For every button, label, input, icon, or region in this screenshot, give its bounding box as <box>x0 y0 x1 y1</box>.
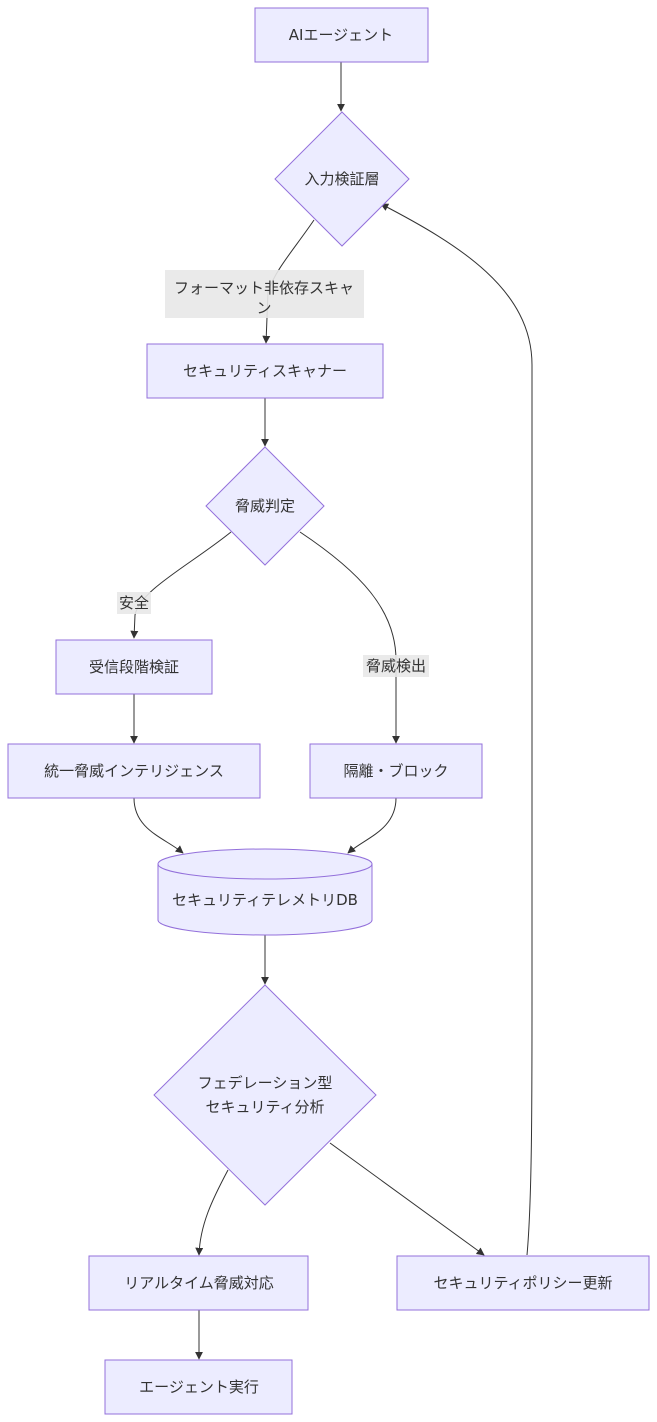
edge-label-format-independent-line1: フォーマット非依存スキャ <box>174 279 354 297</box>
node-realtime-response-label: リアルタイム脅威対応 <box>124 1274 274 1292</box>
node-input-validation[interactable]: 入力検証層 <box>274 111 410 247</box>
node-receive-validation-shape <box>55 639 213 695</box>
edge-label-bg-threat-detected <box>363 655 429 677</box>
edges <box>130 62 533 1360</box>
node-telemetry-db-top <box>157 863 373 880</box>
node-unified-intel-shape <box>7 743 261 799</box>
node-agent-execution-shape <box>104 1359 293 1415</box>
node-policy-update[interactable]: セキュリティポリシー更新 <box>396 1255 650 1311</box>
node-unified-intel[interactable]: 統一脅威インテリジェンス <box>7 743 261 799</box>
node-telemetry-db-label: セキュリティテレメトリDB <box>172 891 358 909</box>
edge-threat-judgment-to-receive-validation <box>130 531 232 639</box>
edge-unified-intel-to-telemetry-db <box>133 797 184 854</box>
node-security-scanner[interactable]: セキュリティスキャナー <box>146 343 384 399</box>
node-policy-update-shape <box>396 1255 650 1311</box>
node-receive-validation[interactable]: 受信段階検証 <box>55 639 213 695</box>
edge-federated-analysis-to-realtime-response <box>195 1169 229 1256</box>
node-security-scanner-shape <box>146 343 384 399</box>
node-realtime-response[interactable]: リアルタイム脅威対応 <box>88 1255 309 1311</box>
edge-label-format-independent-line2: ン <box>256 299 271 317</box>
node-ai-agent-label: AIエージェント <box>289 26 393 44</box>
node-agent-execution[interactable]: エージェント実行 <box>104 1359 293 1415</box>
node-federated-analysis-label-line2: セキュリティ分析 <box>205 1098 324 1116</box>
node-isolate-block-shape <box>309 743 483 799</box>
edge-label-safe: 安全 <box>119 594 149 612</box>
edge-isolate-block-to-telemetry-db <box>347 797 397 854</box>
edge-labels: フォーマット非依存スキャ ン 安全 脅威検出 <box>117 270 429 677</box>
node-isolate-block[interactable]: 隔離・ブロック <box>309 743 483 799</box>
node-receive-validation-label: 受信段階検証 <box>89 658 179 676</box>
node-federated-analysis-label-line1: フェデレーション型 <box>198 1074 333 1092</box>
node-agent-execution-label: エージェント実行 <box>139 1378 259 1396</box>
edge-label-bg-format-independent <box>165 270 364 318</box>
edge-label-threat-detected: 脅威検出 <box>366 657 426 675</box>
node-isolate-block-label: 隔離・ブロック <box>343 762 448 780</box>
node-realtime-response-shape <box>88 1255 309 1311</box>
node-telemetry-db-shape <box>157 848 373 936</box>
node-ai-agent[interactable]: AIエージェント <box>254 7 429 63</box>
node-ai-agent-shape <box>254 7 429 63</box>
edge-federated-analysis-to-policy-update <box>329 1142 485 1256</box>
node-threat-judgment[interactable]: 脅威判定 <box>205 446 325 566</box>
node-telemetry-db[interactable]: セキュリティテレメトリDB <box>157 848 373 936</box>
edge-label-bg-safe <box>117 592 151 614</box>
node-unified-intel-label: 統一脅威インテリジェンス <box>44 762 224 780</box>
edge-threat-judgment-to-isolate-block <box>299 531 400 744</box>
node-federated-analysis-shape <box>153 984 377 1206</box>
node-policy-update-label: セキュリティポリシー更新 <box>433 1274 612 1292</box>
node-threat-judgment-shape <box>205 446 325 566</box>
node-security-scanner-label: セキュリティスキャナー <box>183 362 347 380</box>
edge-policy-update-to-input-validation <box>380 203 533 1256</box>
nodes: AIエージェント 入力検証層 セキュリティスキャナー 脅威判定 受信段階検証 統… <box>7 7 650 1415</box>
node-federated-analysis[interactable]: フェデレーション型 セキュリティ分析 <box>153 984 377 1206</box>
node-threat-judgment-label: 脅威判定 <box>235 497 295 515</box>
node-input-validation-shape <box>274 111 410 247</box>
node-input-validation-label: 入力検証層 <box>304 170 379 188</box>
